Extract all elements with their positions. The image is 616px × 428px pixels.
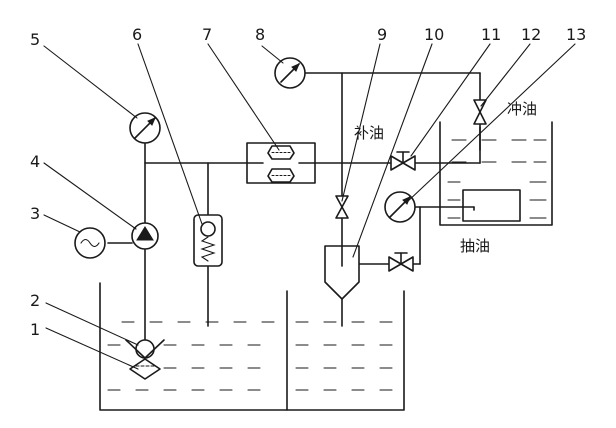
callout-13: 13 <box>566 25 586 44</box>
strainer-icon <box>129 358 161 380</box>
stop-valve-icon <box>388 252 414 272</box>
stop-valve-icon <box>390 151 416 171</box>
callout-numbers: 1 2 3 4 5 6 7 8 9 10 11 12 13 <box>30 25 586 339</box>
callout-2: 2 <box>30 291 40 310</box>
pressure-gauge-icon <box>129 112 161 144</box>
pressure-gauge-icon <box>384 191 416 223</box>
label-flush-oil: 冲油 <box>507 100 537 118</box>
callout-10: 10 <box>424 25 444 44</box>
callout-6: 6 <box>132 25 142 44</box>
leader-lines <box>43 43 576 370</box>
check-valve-icon <box>125 339 165 359</box>
piping <box>144 72 481 341</box>
callout-11: 11 <box>481 25 501 44</box>
filter-icon <box>246 142 316 184</box>
stop-valve-icon <box>473 99 487 125</box>
label-makeup-oil: 补油 <box>354 124 384 142</box>
relief-valve-icon <box>193 214 223 267</box>
callout-12: 12 <box>521 25 541 44</box>
callout-9: 9 <box>377 25 387 44</box>
pump-icon <box>131 222 159 250</box>
callout-1: 1 <box>30 320 40 339</box>
separator-icon <box>324 245 360 300</box>
callout-5: 5 <box>30 30 40 49</box>
callout-4: 4 <box>30 152 40 171</box>
label-pump-oil: 抽油 <box>460 237 490 255</box>
callout-8: 8 <box>255 25 265 44</box>
callout-3: 3 <box>30 204 40 223</box>
callout-7: 7 <box>202 25 212 44</box>
motor-icon <box>74 227 133 259</box>
work-tank <box>439 121 553 226</box>
pressure-gauge-icon <box>274 57 306 89</box>
work-piece-icon <box>462 189 521 222</box>
